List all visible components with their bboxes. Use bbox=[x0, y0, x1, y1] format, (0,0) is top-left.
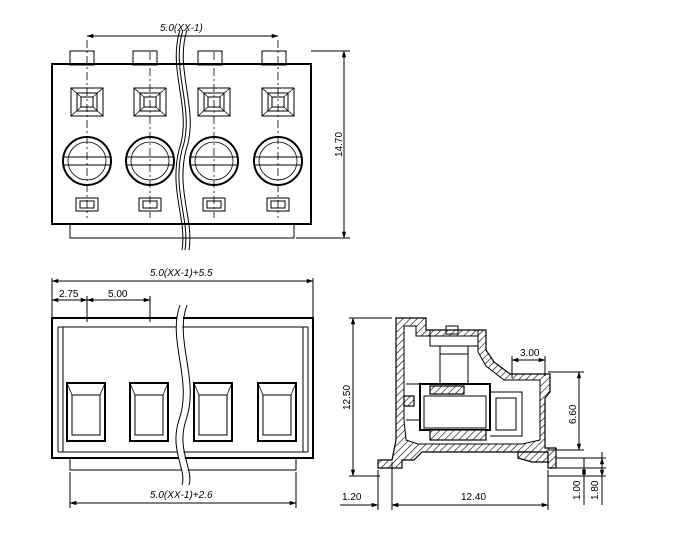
dim-top-pitch: 5.0(XX-1) bbox=[160, 23, 203, 34]
dim-front-offset: 2.75 bbox=[59, 289, 79, 300]
dim-side-depth: 12.40 bbox=[461, 492, 486, 503]
wire-opening bbox=[66, 382, 106, 442]
dim-side-height: 12.50 bbox=[342, 385, 353, 410]
dim-side-pin-2: 1.80 bbox=[590, 480, 601, 500]
wire-opening bbox=[129, 382, 169, 442]
wire-opening bbox=[193, 382, 233, 442]
dim-top-height: 14.70 bbox=[334, 132, 345, 157]
dim-front-pitch: 5.00 bbox=[108, 289, 128, 300]
wire-opening bbox=[257, 382, 297, 442]
screw-head bbox=[62, 136, 112, 186]
dim-side-left-offset: 1.20 bbox=[342, 492, 362, 503]
front-view: 5.0(XX-1)+5.5 2.75 5.00 bbox=[51, 268, 314, 508]
dim-front-bottom: 5.0(XX-1)+2.6 bbox=[150, 490, 213, 501]
screw-head bbox=[253, 136, 303, 186]
dim-side-opening-width: 3.00 bbox=[520, 348, 540, 359]
dim-front-overall: 5.0(XX-1)+5.5 bbox=[150, 268, 213, 279]
top-view: 5.0(XX-1) 14.70 bbox=[51, 23, 350, 251]
dim-side-pin-1: 1.00 bbox=[572, 480, 583, 500]
side-view: 12.50 3.00 6.60 1.00 1.80 1.20 12.40 bbox=[340, 317, 606, 510]
dim-side-opening-height: 6.60 bbox=[568, 404, 579, 424]
